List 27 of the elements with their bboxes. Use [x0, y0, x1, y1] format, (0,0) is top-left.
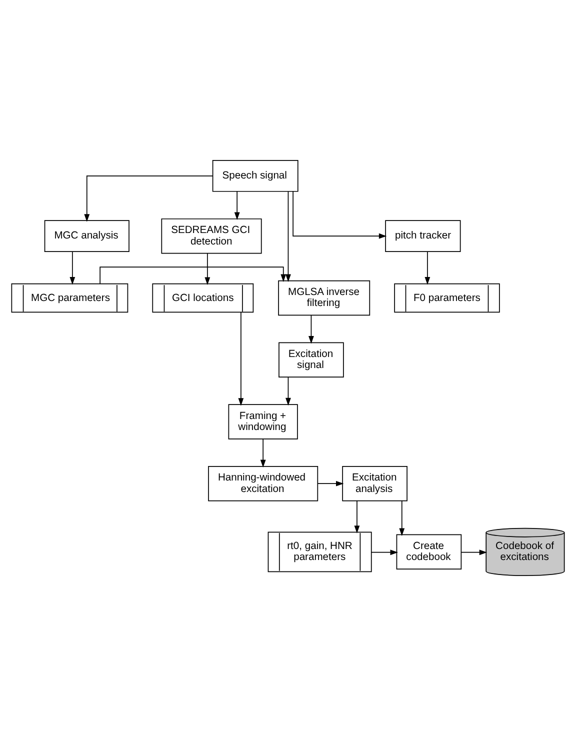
- node-box: Hanning-windowed excitation: [208, 466, 318, 502]
- arrow: [286, 191, 291, 282]
- node-box: Framing + windowing: [228, 404, 298, 440]
- arrow: [100, 266, 286, 284]
- arrow: [204, 252, 210, 286]
- arrow: [260, 438, 266, 468]
- arrow: [84, 175, 214, 222]
- node-box: pitch tracker: [385, 220, 461, 252]
- arrow: [354, 500, 360, 534]
- node-box: Create codebook: [396, 534, 462, 570]
- arrow: [292, 190, 387, 239]
- arrow: [238, 312, 244, 406]
- arrow: [399, 500, 405, 536]
- node-box: Excitation analysis: [342, 466, 408, 502]
- arrow: [371, 550, 398, 556]
- arrow: [308, 314, 314, 344]
- node-box: Excitation signal: [278, 342, 344, 378]
- arrow: [286, 376, 291, 406]
- node-box: SEDREAMS GCI detection: [161, 218, 262, 254]
- arrow: [424, 251, 430, 285]
- node-box: MGC analysis: [44, 220, 130, 252]
- arrow: [70, 251, 76, 285]
- node-box: Speech signal: [212, 160, 298, 192]
- arrow: [460, 550, 488, 556]
- arrow: [234, 190, 240, 220]
- arrow: [318, 480, 344, 486]
- node-box: MGLSA inverse filtering: [278, 280, 370, 316]
